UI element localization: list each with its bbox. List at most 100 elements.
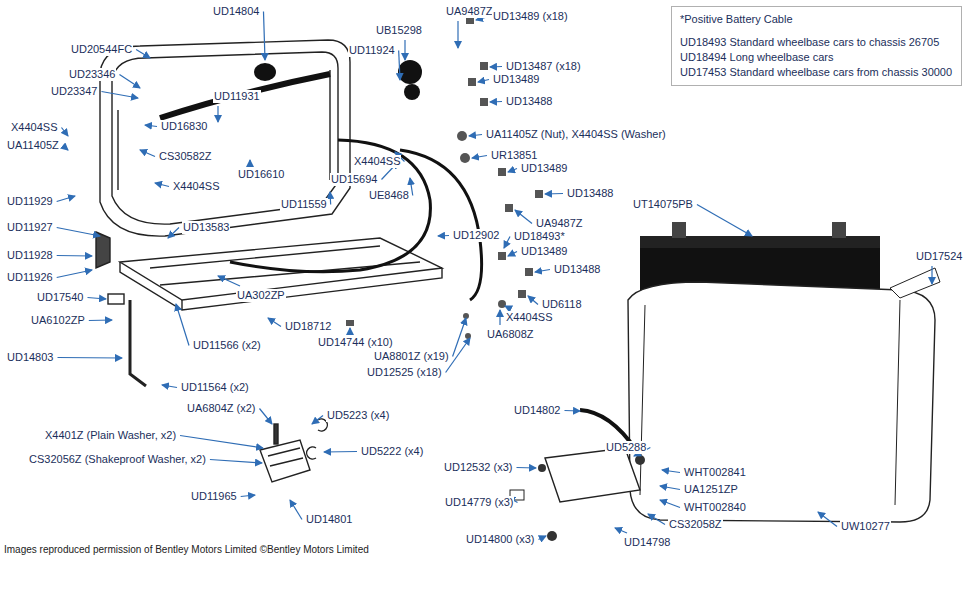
- leader-arrow: [101, 92, 138, 99]
- part-number: UD11928: [6, 249, 54, 262]
- part-number: UD13489: [492, 73, 540, 86]
- part-number: UD13488: [566, 187, 614, 200]
- note-box: *Positive Battery CableUD18493 Standard …: [671, 6, 962, 86]
- part-number: UA8801Z (x19): [373, 350, 450, 363]
- leader-arrow: [516, 467, 536, 469]
- leader-arrow: [87, 298, 106, 300]
- part-number: UD12902: [452, 229, 500, 242]
- note-line: UD18494 Long wheelbase cars: [680, 50, 953, 65]
- part-number: UD11931: [213, 90, 261, 103]
- leader-arrow: [697, 205, 752, 237]
- leader-arrow: [660, 500, 680, 508]
- leader-arrow: [89, 319, 112, 321]
- part-number: X4404SS: [172, 180, 220, 193]
- part-number: UD12525 (x18): [366, 366, 443, 379]
- leader-arrow: [155, 183, 169, 187]
- part-number: UD5288: [605, 441, 647, 454]
- leader-arrow: [535, 270, 550, 273]
- leader-arrow: [162, 385, 177, 388]
- leader-arrow: [499, 310, 500, 325]
- part-number: UD16830: [160, 120, 208, 133]
- leader-arrow: [290, 500, 302, 520]
- part-number: UW10277: [840, 520, 891, 533]
- leader-arrow: [931, 266, 932, 284]
- leader-arrow: [249, 160, 250, 165]
- part-number: UD23347: [50, 85, 98, 98]
- leader-arrow: [453, 318, 466, 357]
- part-number: UB15298: [375, 24, 423, 37]
- part-number: UD14803: [6, 351, 54, 364]
- part-number: UD11929: [6, 195, 54, 208]
- leader-arrow: [57, 255, 92, 257]
- part-number: UD13489 (x18): [492, 10, 569, 23]
- leader-arrow: [508, 169, 517, 173]
- leader-arrow: [660, 486, 680, 490]
- leader-arrow: [504, 237, 510, 249]
- leader-arrow: [241, 495, 255, 497]
- part-number: UD11926: [6, 271, 54, 284]
- part-number: WHT002841: [683, 466, 747, 479]
- leader-arrow: [329, 192, 331, 205]
- leader-arrow: [57, 357, 122, 359]
- part-number: UD14744 (x10): [317, 336, 394, 349]
- part-number: UD11927: [6, 221, 54, 234]
- leader-arrow: [528, 296, 538, 305]
- leader-arrow: [404, 40, 405, 60]
- leader-arrow: [61, 128, 68, 137]
- leader-arrow: [457, 21, 458, 48]
- part-number: UD13489: [520, 162, 568, 175]
- part-number: UD14801: [305, 513, 353, 526]
- part-number: UD14804: [212, 5, 260, 18]
- leader-arrow: [662, 470, 680, 473]
- part-number: CS32056Z (Shakeproof Washer, x2): [28, 453, 207, 466]
- leader-arrow: [176, 304, 189, 346]
- leader-arrow: [438, 235, 449, 237]
- leader-arrow: [349, 328, 350, 333]
- leader-arrow: [490, 101, 502, 103]
- leader-arrow: [490, 66, 502, 68]
- part-number: UA11405Z: [6, 139, 60, 152]
- part-number: UA6804Z (x2): [186, 402, 256, 415]
- note-line: UD17453 Standard wheelbase cars from cha…: [680, 65, 953, 80]
- part-number: UA302ZP: [236, 289, 286, 302]
- leader-arrow: [57, 196, 75, 202]
- part-number: CS32058Z: [668, 518, 723, 531]
- leader-arrow: [210, 460, 262, 464]
- part-number: UD16610: [237, 168, 285, 181]
- part-number: UD11965: [190, 490, 238, 503]
- leader-arrow: [263, 12, 265, 61]
- part-number: UD14779 (x3): [444, 496, 514, 509]
- leader-arrow: [399, 51, 400, 81]
- part-number: UD17540: [36, 291, 84, 304]
- leader-arrow: [119, 75, 140, 89]
- leader-arrow: [136, 50, 150, 59]
- leader-arrow: [545, 193, 563, 195]
- part-number: UA11405Z (Nut), X4404SS (Washer): [485, 128, 667, 141]
- leader-arrow: [564, 410, 580, 412]
- note-line: UD18493 Standard wheelbase cars to chass…: [680, 35, 953, 50]
- leader-arrow: [472, 156, 487, 159]
- leader-arrow: [508, 252, 517, 257]
- part-number: UD14798: [623, 536, 671, 549]
- leader-arrow: [324, 451, 357, 453]
- leader-arrow: [63, 146, 68, 151]
- part-number: UD14800 (x3): [465, 533, 535, 546]
- part-number: X4404SS: [10, 121, 58, 134]
- leader-arrow: [268, 318, 281, 327]
- leader-arrow: [57, 228, 100, 237]
- leader-arrow: [615, 528, 627, 533]
- part-number: UD15694: [330, 173, 378, 186]
- part-number: UA9487Z: [445, 5, 493, 18]
- part-number: UA6102ZP: [30, 314, 86, 327]
- leader-arrow: [312, 416, 323, 425]
- leader-arrow: [648, 514, 665, 525]
- leader-arrow: [140, 150, 155, 157]
- part-number: X4404SS: [505, 311, 553, 324]
- part-number: UD13487 (x18): [505, 60, 582, 73]
- part-number: UA9487Z: [535, 217, 583, 230]
- leader-arrow: [57, 270, 92, 278]
- part-number: UD11924: [348, 44, 396, 57]
- part-number: UD13488: [553, 263, 601, 276]
- leader-arrow: [218, 276, 240, 286]
- part-number: UD5222 (x4): [360, 445, 424, 458]
